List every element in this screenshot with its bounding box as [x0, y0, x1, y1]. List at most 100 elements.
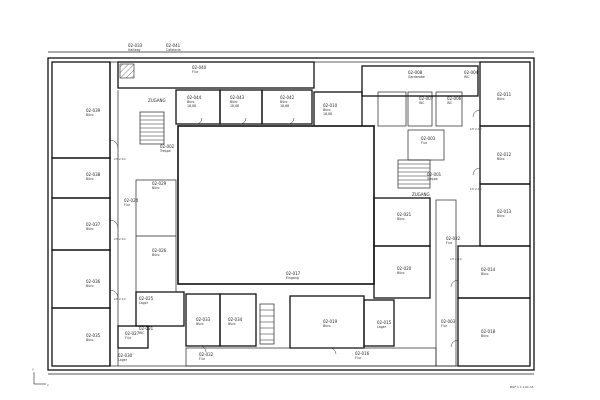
room-name: Büro	[86, 177, 93, 181]
level-tick: LH 2,10	[450, 257, 462, 261]
room-name: Büro	[86, 338, 93, 342]
room-name: Büro	[86, 227, 93, 231]
room-name: Treppe	[426, 177, 438, 181]
room-id: 02-003	[421, 136, 436, 141]
room-id: 02-033	[128, 43, 143, 48]
room-name: Büro	[152, 253, 159, 257]
room-id: 02-043	[230, 95, 245, 100]
stair-label-east: ZUGANG	[412, 192, 430, 197]
room-name: Büro	[323, 108, 330, 112]
room-id: 02-013	[497, 209, 512, 214]
room-id: 02-034	[228, 317, 243, 322]
room-id: 02-042	[280, 95, 295, 100]
level-tick: LH 2,10	[114, 157, 126, 161]
room-id: 02-016	[355, 351, 370, 356]
room-name: Büro	[86, 284, 93, 288]
room-id: 02-024	[124, 198, 139, 203]
room-name: Büro	[323, 324, 330, 328]
room-id: 02-036	[86, 279, 101, 284]
room-id: 02-011	[497, 92, 512, 97]
room-id: 02-022	[446, 236, 461, 241]
room-name: Büro	[152, 186, 159, 190]
room-id: 02-015	[377, 320, 392, 325]
room-id: 02-008	[408, 70, 423, 75]
room-id: 02-041	[166, 43, 181, 48]
room-id: 02-003	[441, 319, 456, 324]
room-name: Lager	[118, 358, 128, 362]
room-name: Büro	[187, 100, 194, 104]
axis-y-label: y	[32, 367, 34, 371]
room-name: Büro	[397, 217, 404, 221]
room-name: WC	[464, 75, 470, 79]
room-name: Büro	[86, 113, 93, 117]
room-name: Büro	[228, 322, 235, 326]
room-name: Flur	[125, 336, 132, 340]
room-id: 02-026	[152, 248, 167, 253]
room-name: Büro	[497, 157, 504, 161]
room-name: Büro	[497, 214, 504, 218]
stair-east	[397, 159, 431, 189]
sheet-legend: BGF 1 1:100 A3	[510, 385, 534, 389]
room-id: 02-001	[427, 172, 442, 177]
room-id: 02-037	[86, 222, 101, 227]
axis-marker: x y	[32, 367, 49, 387]
room-id: 02-014	[481, 267, 496, 272]
room-id: 02-006	[447, 96, 462, 101]
room-id: 02-039	[86, 108, 101, 113]
level-tick: LH 2,10	[470, 187, 482, 191]
room-id: 02-033	[196, 317, 211, 322]
room-name: Büro	[280, 100, 287, 104]
room-id: 02-010	[323, 103, 338, 108]
room-name: Hallway	[128, 48, 141, 52]
room-area: 18,68	[323, 112, 332, 116]
room-name: Flur	[421, 141, 428, 145]
room-id: 02-019	[323, 319, 338, 324]
room-id: 02-004	[464, 70, 479, 75]
stair-north-west	[139, 111, 165, 145]
west-wing	[51, 61, 119, 367]
room-id: 02-021	[397, 212, 412, 217]
room-id: 02-044	[187, 95, 202, 100]
room-id: 02-031	[139, 326, 154, 331]
room-id: 02-035	[86, 333, 101, 338]
room-name: Büro	[481, 334, 488, 338]
room-name: Flur	[124, 203, 131, 207]
room-area: 18,68	[187, 104, 196, 108]
room-name: Eingang	[286, 276, 299, 280]
courtyard	[177, 125, 375, 285]
room-id: 02-032	[199, 352, 214, 357]
south-wing	[117, 179, 437, 367]
room-id: 02-018	[481, 329, 496, 334]
room-name: Flur	[199, 357, 206, 361]
